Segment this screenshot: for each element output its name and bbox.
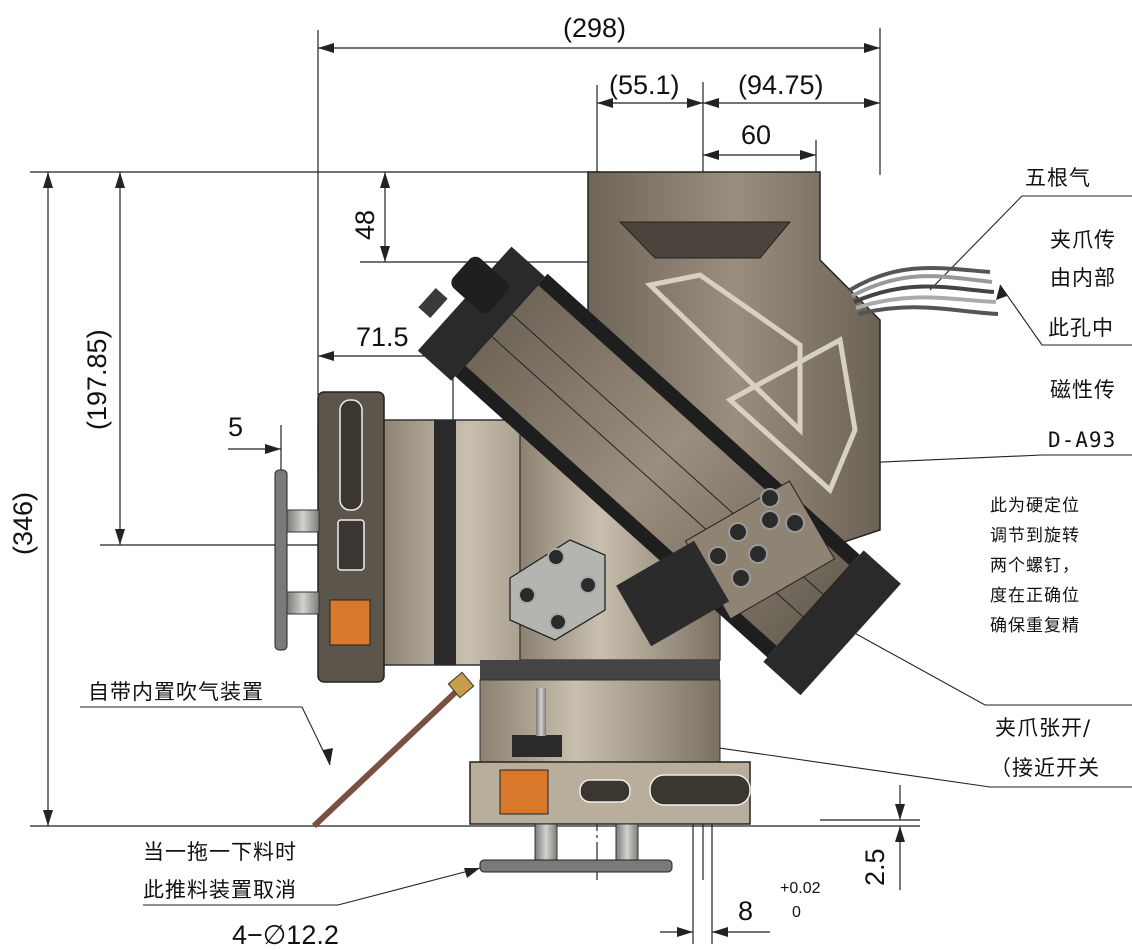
- note-sensor-2: 由内部: [1050, 266, 1116, 290]
- flange-slot-1: [339, 399, 363, 511]
- fitting: [418, 287, 448, 319]
- leader-arrows: [323, 285, 1007, 878]
- bracket-bolts: [518, 548, 597, 631]
- stop-bracket: [616, 540, 730, 647]
- dim-offset-5: 5: [228, 412, 244, 442]
- sensor-small: [512, 735, 562, 757]
- note-magnetic-1: 磁性传: [1050, 378, 1116, 402]
- side-bracket: [509, 539, 606, 641]
- top-window-2: [725, 336, 858, 495]
- sensor-pin: [536, 688, 546, 736]
- dim-slot-8: 8: [738, 896, 754, 926]
- dim-hole-callout: 4−∅12.2: [232, 920, 339, 950]
- note-stop-5: 确保重复精: [990, 616, 1080, 636]
- note-stop-1: 此为硬定位: [990, 496, 1080, 516]
- bottom-ring: [480, 660, 720, 680]
- black-ring: [434, 420, 456, 665]
- bottom-push-plate: [479, 859, 673, 873]
- note-stop-4: 度在正确位: [990, 586, 1080, 606]
- dim-width-right: (94.75): [738, 70, 824, 100]
- note-cables: 五根气: [1025, 166, 1091, 190]
- flange-slot-4: [649, 774, 751, 806]
- blow-nozzle: [447, 671, 475, 699]
- note-stop-3: 两个螺钉，: [990, 556, 1080, 576]
- note-stop-2: 调节到旋转: [990, 526, 1080, 546]
- dim-height-48: 48: [350, 209, 380, 240]
- orange-connector-left: [329, 599, 371, 646]
- top-window-1: [644, 272, 803, 436]
- dim-height-346: (346): [8, 491, 38, 555]
- push-rod-2: [286, 591, 320, 615]
- top-notch: [618, 221, 792, 259]
- note-open-2: （接近开关: [990, 756, 1100, 780]
- dim-width-total: (298): [563, 13, 627, 43]
- dimension-arrows: [43, 43, 905, 937]
- orange-connector-bottom: [499, 769, 549, 815]
- flange-slot-2: [337, 519, 365, 571]
- note-sensor-1: 夹爪传: [1050, 228, 1116, 252]
- note-push-2: 此推料装置取消: [143, 878, 297, 902]
- flange-slot-3: [579, 779, 631, 803]
- dim-width-left: (55.1): [609, 70, 680, 100]
- dim-offset-2-5: 2.5: [860, 848, 890, 886]
- push-plate: [274, 469, 288, 651]
- dim-height-197: (197.85): [82, 329, 112, 430]
- note-push-1: 当一拖一下料时: [143, 840, 297, 864]
- tol-upper: +0.02: [780, 880, 821, 897]
- note-magnetic-2: D-A93: [1048, 428, 1117, 452]
- dim-width-60: 60: [741, 120, 772, 150]
- push-rod-1: [286, 509, 320, 533]
- gripper-assembly: [274, 171, 999, 873]
- tol-lower: 0: [792, 904, 801, 921]
- sensor-block: [451, 256, 509, 314]
- blow-pipe: [311, 685, 463, 829]
- bolt-heads: [708, 488, 805, 588]
- note-sensor-3: 此孔中: [1048, 316, 1114, 340]
- bottom-rod-2: [615, 823, 639, 863]
- note-blow: 自带内置吹气装置: [88, 680, 264, 704]
- dim-offset-71: 71.5: [356, 322, 409, 352]
- cables: [848, 265, 999, 316]
- bottom-rod-1: [534, 823, 558, 863]
- note-open-1: 夹爪张开/: [995, 716, 1092, 740]
